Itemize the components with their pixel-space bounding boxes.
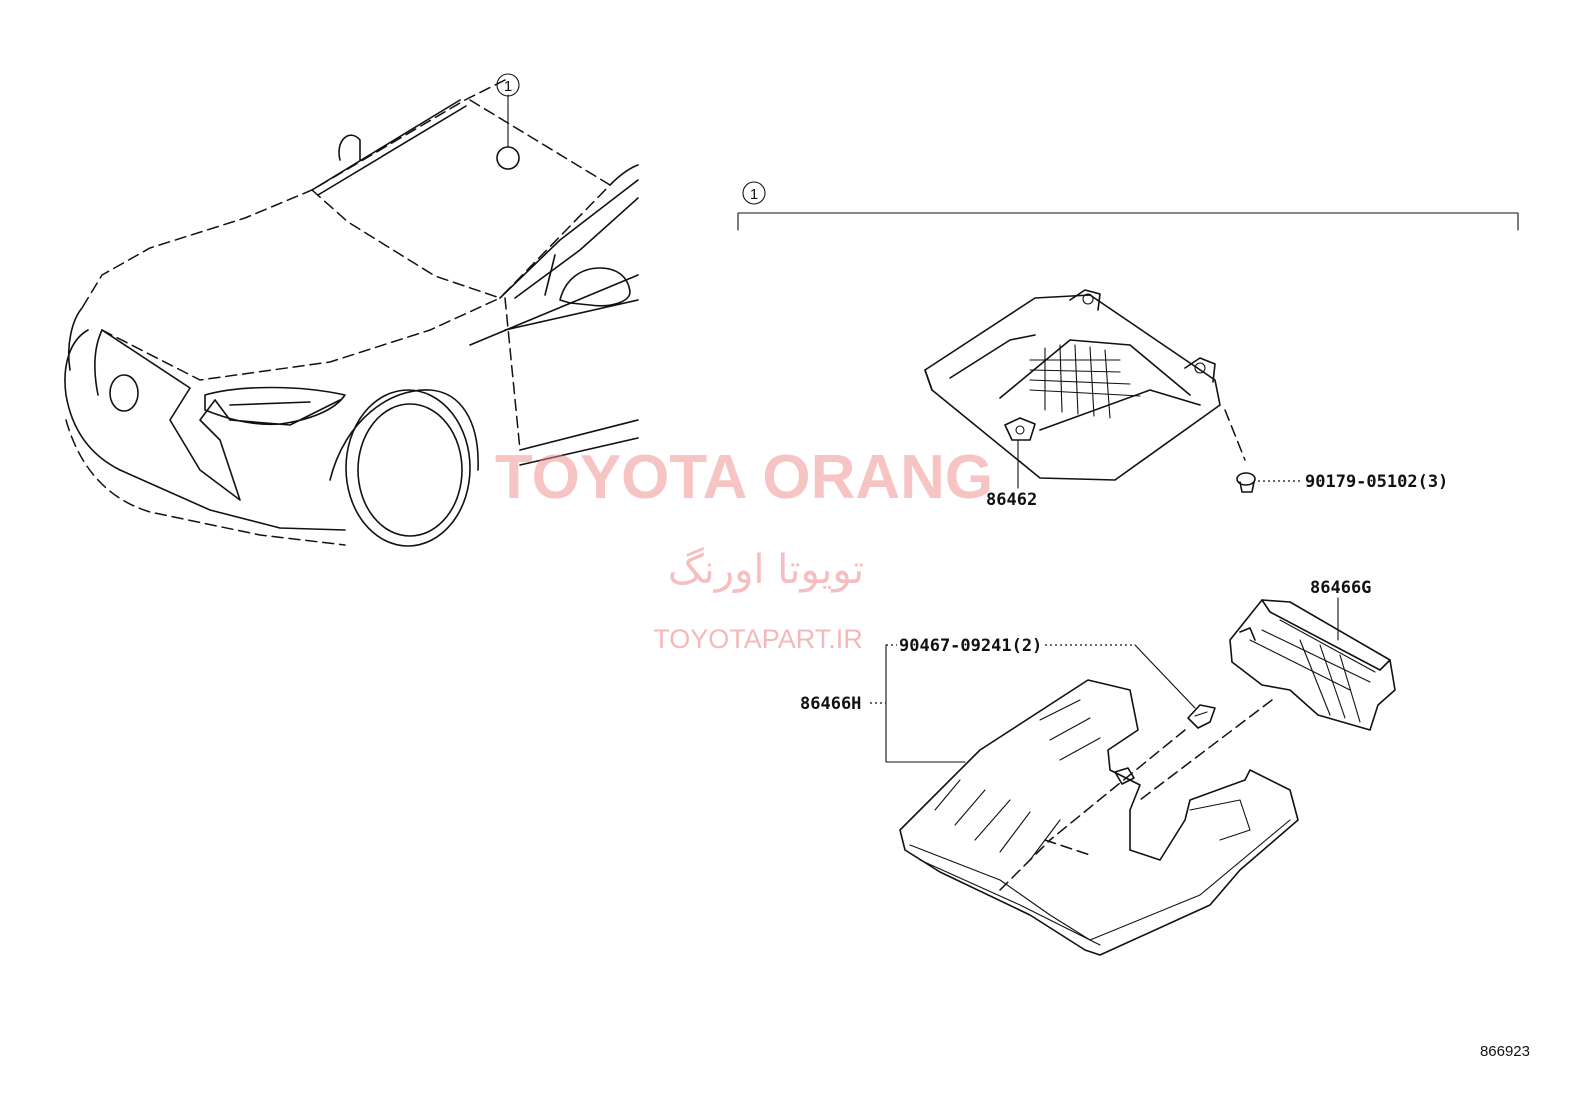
part-label-90179: 90179-05102(3)	[1305, 472, 1448, 492]
vehicle-callout-number: 1	[504, 78, 512, 95]
cover-86466h: 86466H	[800, 644, 1299, 956]
group-callout-number: 1	[750, 186, 758, 203]
part-label-86466h: 86466H	[800, 694, 861, 714]
part-label-90467: 90467-09241(2)	[899, 636, 1042, 656]
part-label-86466g: 86466G	[1310, 578, 1371, 598]
vehicle-front-illustration: 1	[64, 73, 639, 547]
assembly-group-bracket: 1	[737, 181, 1519, 231]
watermark-brand-fa: تویوتا اورنگ	[668, 547, 864, 593]
watermark: TOYOTA ORANG تویوتا اورنگ TOYOTAPART.IR	[495, 443, 993, 654]
diagram-id: 866923	[1480, 1043, 1530, 1060]
watermark-url: TOYOTAPART.IR	[653, 624, 863, 654]
camera-module-86462: 86462	[924, 289, 1246, 510]
cover-86466g: 86466G	[1139, 578, 1396, 801]
part-label-86462: 86462	[986, 490, 1037, 510]
watermark-brand: TOYOTA ORANG	[495, 443, 993, 512]
fastener-90179: 90179-05102(3)	[1236, 472, 1448, 493]
clip-90467: 90467-09241(2)	[886, 636, 1216, 841]
